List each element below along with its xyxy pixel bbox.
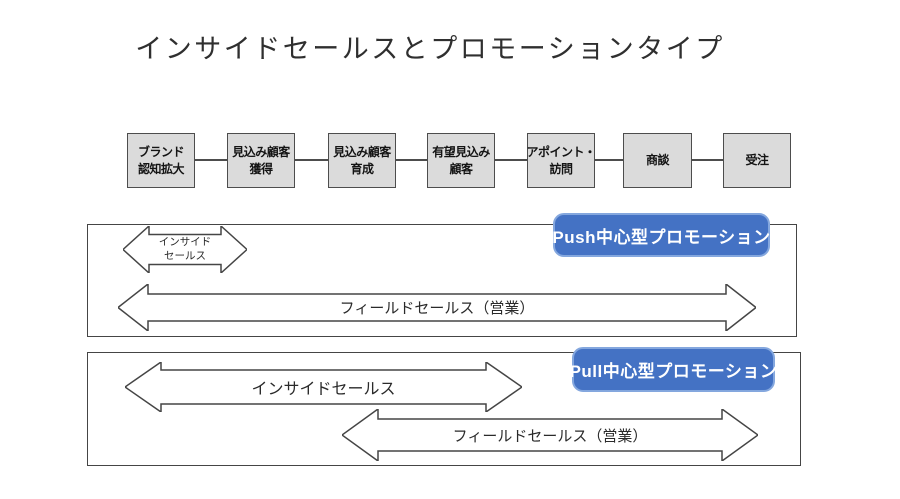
pull-badge-label: Pull中心型プロモーション xyxy=(569,362,778,381)
funnel-stage-qualified-lead: 有望見込み 顧客 xyxy=(427,133,495,188)
funnel-stage-lead-nurturing: 見込み顧客 育成 xyxy=(328,133,396,188)
inside-sales-arrow-pull: インサイドセールス xyxy=(125,362,522,412)
arrow-label-line1: インサイドセールス xyxy=(251,381,396,398)
arrow-label-line1: インサイド xyxy=(158,235,212,248)
stage-label-line1: 商談 xyxy=(645,153,670,168)
push-badge-label: Push中心型プロモーション xyxy=(552,227,771,247)
stage-label-line1: 見込み顧客 xyxy=(333,145,391,160)
stage-connector xyxy=(692,159,723,161)
page-title: インサイドセールスとプロモーションタイプ xyxy=(135,34,725,64)
stage-connector xyxy=(295,159,328,161)
field-sales-arrow-pull: フィールドセールス（営業） xyxy=(342,409,758,461)
stage-label-line2: 認知拡大 xyxy=(137,161,185,176)
arrow-label-line2: セールス xyxy=(164,249,206,262)
funnel-stage-brand-awareness: ブランド 認知拡大 xyxy=(127,133,195,188)
stage-label-line2: 顧客 xyxy=(449,161,473,176)
stage-label-line2: 訪問 xyxy=(549,161,573,176)
stage-connector xyxy=(595,159,623,161)
arrow-label-line1: フィールドセールス（営業） xyxy=(339,300,535,317)
stage-label-line2: 獲得 xyxy=(249,161,273,176)
stage-connector xyxy=(495,159,527,161)
funnel-stage-appointment-visit: アポイント・ 訪問 xyxy=(526,133,597,188)
pull-promotion-badge: Pull中心型プロモーション xyxy=(569,347,778,392)
double-arrow-icon xyxy=(125,362,522,412)
stage-label-line1: アポイント・ xyxy=(526,145,597,160)
arrow-label-line1: フィールドセールス（営業） xyxy=(452,427,648,445)
stage-label-line1: 有望見込み xyxy=(432,145,490,160)
double-arrow-icon xyxy=(118,284,756,331)
double-arrow-icon xyxy=(123,226,247,273)
field-sales-long-arrow-push: フィールドセールス（営業） xyxy=(118,284,756,331)
funnel-stage-lead-acquisition: 見込み顧客 獲得 xyxy=(227,133,295,188)
stage-connector xyxy=(396,159,427,161)
stage-label-line1: ブランド xyxy=(137,145,185,160)
inside-sales-short-arrow: インサイド セールス xyxy=(123,226,247,273)
stage-label-line1: 受注 xyxy=(745,153,769,168)
funnel-stage-negotiation: 商談 xyxy=(623,133,692,188)
stage-label-line2: 育成 xyxy=(350,161,374,176)
stage-label-line1: 見込み顧客 xyxy=(232,145,290,160)
stage-connector xyxy=(195,159,227,161)
double-arrow-icon xyxy=(342,409,758,461)
push-promotion-badge: Push中心型プロモーション xyxy=(552,213,771,257)
funnel-stage-order: 受注 xyxy=(723,133,791,188)
